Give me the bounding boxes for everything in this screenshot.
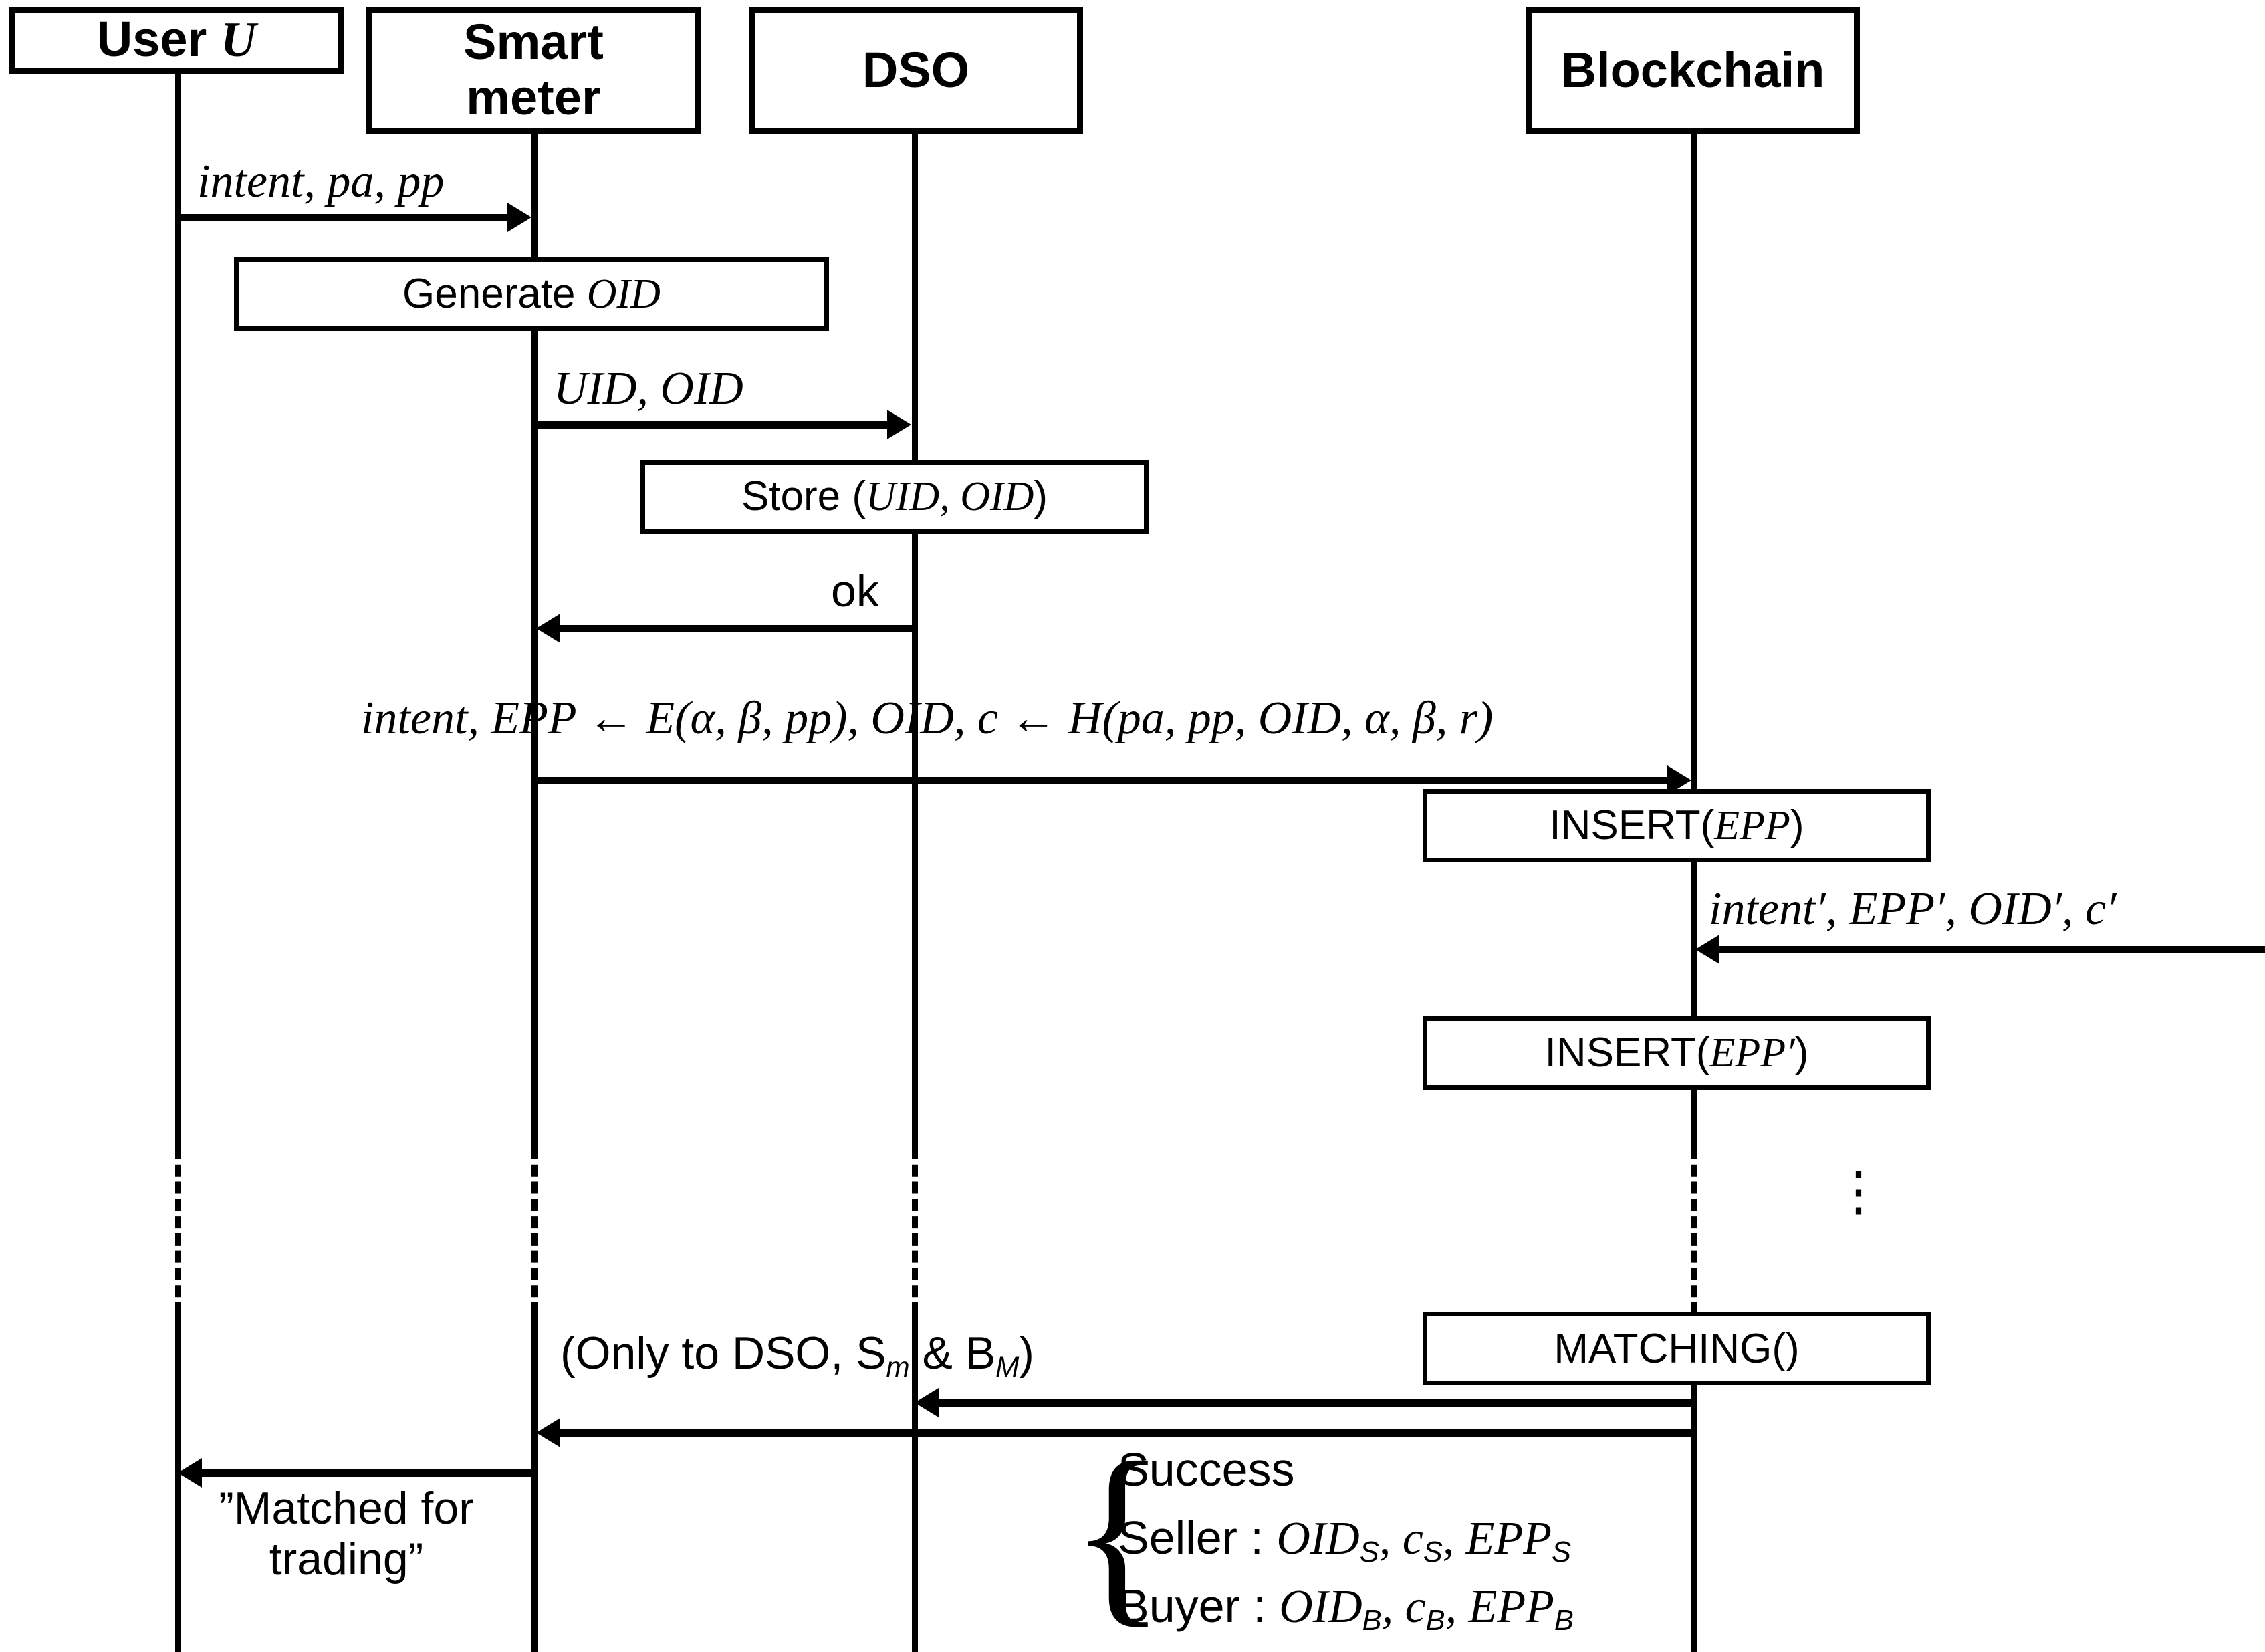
- only-to-dso-mid: & B: [909, 1328, 996, 1379]
- buyer-epp: , EPP: [1445, 1581, 1554, 1633]
- arrow-head-icon: [507, 203, 531, 232]
- message-label-intent-epp-formula: intent, EPP ← E(α, β, pp), OID, c ← H(pa…: [361, 693, 1494, 744]
- seller-epp: , EPP: [1442, 1513, 1552, 1564]
- action-box-store-uid-oid[interactable]: Store (UID, OID): [640, 460, 1149, 534]
- arrow-user-to-smart-meter: [178, 203, 531, 232]
- lifeline-dso: [912, 72, 918, 1147]
- action-box-insert-epp-prime-label: INSERT(EPP′): [1544, 1030, 1809, 1076]
- result-line-success: Success: [1118, 1443, 1295, 1496]
- action-box-matching[interactable]: MATCHING(): [1423, 1312, 1931, 1385]
- seller-prefix: Seller :: [1118, 1512, 1277, 1564]
- action-box-matching-label: MATCHING(): [1554, 1325, 1800, 1372]
- action-box-insert-epp-prime[interactable]: INSERT(EPP′): [1423, 1016, 1931, 1090]
- arrow-head-icon: [887, 410, 911, 439]
- arrow-blockchain-to-dso: [915, 1388, 1693, 1417]
- seller-oid-sub: S: [1359, 1536, 1379, 1569]
- seller-oid: OID: [1276, 1513, 1360, 1564]
- action-box-generate-oid-label: Generate OID: [402, 271, 661, 317]
- participant-user-label: User U: [96, 11, 257, 68]
- message-label-only-to-dso: (Only to DSO, Sm & BM): [560, 1327, 1034, 1383]
- only-to-dso-prefix: (Only to DSO, S: [560, 1328, 886, 1379]
- arrow-smart-meter-to-user: [178, 1458, 535, 1488]
- buyer-c: , c: [1381, 1581, 1426, 1633]
- arrow-smart-meter-to-dso: [534, 410, 911, 439]
- participant-smart-meter-line1: Smart: [463, 14, 604, 70]
- lifeline-user-dashed: [175, 1147, 181, 1314]
- arrow-head-icon: [536, 1418, 560, 1447]
- arrow-head-icon: [178, 1458, 202, 1488]
- seller-c-sub: S: [1423, 1536, 1443, 1569]
- lifeline-smart-meter: [531, 72, 538, 1147]
- seller-epp-sub: S: [1552, 1536, 1571, 1569]
- arrow-smart-meter-to-blockchain: [534, 765, 1691, 795]
- message-label-intent-prime: intent′, EPP′, OID′, c′: [1709, 883, 2117, 935]
- participant-dso-label: DSO: [862, 41, 970, 98]
- result-line-seller: Seller : OIDS, cS, EPPS: [1118, 1511, 1571, 1569]
- message-label-uid-oid: UID, OID: [554, 363, 743, 415]
- message-label-matched-for-trading: ”Matched for trading”: [172, 1483, 520, 1584]
- lifeline-smart-meter-lower: [531, 1314, 538, 1652]
- lifeline-user: [175, 72, 181, 1147]
- message-label-intent-pa-pp: intent, pa, pp: [197, 156, 445, 207]
- participant-smart-meter-line2: meter: [466, 70, 601, 125]
- arrow-head-icon: [1695, 935, 1719, 964]
- seller-c: , c: [1379, 1513, 1423, 1564]
- arrow-dso-to-smart-meter: [536, 614, 913, 643]
- vertical-ellipsis: ⋮: [1832, 1161, 1885, 1221]
- only-to-dso-suffix: ): [1019, 1328, 1034, 1379]
- action-box-insert-epp-label: INSERT(EPP): [1549, 802, 1804, 848]
- only-to-dso-sub-m: m: [886, 1350, 910, 1383]
- message-label-ok: ok: [831, 566, 879, 616]
- lifeline-dso-lower: [912, 1314, 918, 1652]
- matched-line1: ”Matched for: [219, 1483, 474, 1534]
- only-to-dso-sub-M: M: [995, 1350, 1020, 1383]
- matched-line2: trading”: [269, 1534, 424, 1585]
- arrow-external-to-blockchain: [1695, 935, 2265, 964]
- lifeline-dso-dashed: [912, 1147, 918, 1314]
- result-brace-icon: {: [1070, 1421, 1166, 1643]
- action-box-store-uid-oid-label: Store (UID, OID): [741, 473, 1048, 519]
- buyer-epp-sub: B: [1554, 1605, 1574, 1637]
- buyer-prefix: Buyer :: [1118, 1580, 1280, 1632]
- arrow-blockchain-to-smart-meter: [536, 1418, 1695, 1447]
- participant-user[interactable]: User U: [9, 7, 344, 74]
- lifeline-smart-meter-dashed: [531, 1147, 538, 1314]
- arrow-head-icon: [915, 1388, 939, 1417]
- participant-blockchain[interactable]: Blockchain: [1526, 7, 1860, 134]
- action-box-generate-oid[interactable]: Generate OID: [234, 257, 829, 331]
- participant-blockchain-label: Blockchain: [1560, 41, 1825, 98]
- lifeline-blockchain-dashed: [1691, 1147, 1697, 1314]
- participant-dso[interactable]: DSO: [749, 7, 1083, 134]
- result-line-buyer: Buyer : OIDB, cB, EPPB: [1118, 1579, 1574, 1637]
- participant-smart-meter[interactable]: Smart meter: [366, 7, 701, 134]
- lifeline-blockchain-lower: [1691, 1314, 1697, 1652]
- arrow-head-icon: [536, 614, 560, 643]
- lifeline-blockchain: [1691, 72, 1697, 1147]
- action-box-insert-epp[interactable]: INSERT(EPP): [1423, 789, 1931, 862]
- buyer-oid: OID: [1279, 1581, 1362, 1633]
- buyer-c-sub: B: [1425, 1605, 1445, 1637]
- buyer-oid-sub: B: [1362, 1605, 1382, 1637]
